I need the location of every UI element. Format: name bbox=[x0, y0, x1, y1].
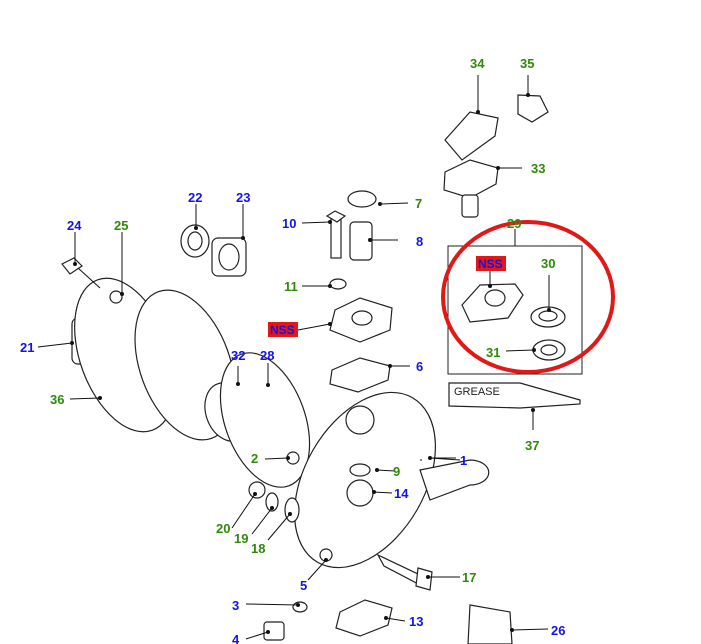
callout-24[interactable]: 24 bbox=[67, 218, 82, 233]
callout-19[interactable]: 19 bbox=[234, 531, 248, 546]
callout-17[interactable]: 17 bbox=[462, 570, 476, 585]
callout-33[interactable]: 33 bbox=[531, 161, 545, 176]
callout-9[interactable]: 9 bbox=[393, 464, 400, 479]
seals-gasket bbox=[204, 352, 311, 488]
drive-flange-part bbox=[71, 277, 236, 441]
callout-32[interactable]: 32 bbox=[231, 348, 245, 363]
grease-tube: GREASE bbox=[448, 382, 581, 409]
callout-26[interactable]: 26 bbox=[551, 623, 565, 638]
callout-36[interactable]: 36 bbox=[50, 392, 64, 407]
callout-14[interactable]: 14 bbox=[394, 486, 409, 501]
highlight-circle bbox=[441, 220, 615, 374]
swivel-housing-part bbox=[293, 391, 490, 569]
lower-pin-parts bbox=[248, 451, 513, 644]
sensor-parts bbox=[443, 94, 549, 218]
callout-11[interactable]: 11 bbox=[284, 279, 298, 294]
leader-dots bbox=[70, 93, 551, 634]
stud-part bbox=[61, 257, 123, 304]
callout-8[interactable]: 8 bbox=[416, 234, 423, 249]
callout-25[interactable]: 25 bbox=[114, 218, 128, 233]
callout-5[interactable]: 5 bbox=[300, 578, 307, 593]
callout-6[interactable]: 6 bbox=[416, 359, 423, 374]
callout-labels: 1 2 3 4 5 6 7 8 9 10 11 13 14 17 18 19 2… bbox=[20, 56, 565, 644]
callout-34[interactable]: 34 bbox=[470, 56, 485, 71]
bearing-part bbox=[180, 224, 247, 277]
callout-3[interactable]: 3 bbox=[232, 598, 239, 613]
callout-29[interactable]: 29 bbox=[507, 216, 521, 231]
callout-35[interactable]: 35 bbox=[520, 56, 534, 71]
nss-tag-upper: NSS bbox=[268, 322, 298, 337]
upper-pin-parts bbox=[325, 190, 393, 393]
callout-31[interactable]: 31 bbox=[486, 345, 500, 360]
callout-4[interactable]: 4 bbox=[232, 632, 240, 644]
callout-13[interactable]: 13 bbox=[409, 614, 423, 629]
callout-23[interactable]: 23 bbox=[236, 190, 250, 205]
callout-20[interactable]: 20 bbox=[216, 521, 230, 536]
callout-7[interactable]: 7 bbox=[415, 196, 422, 211]
callout-18[interactable]: 18 bbox=[251, 541, 265, 556]
kit-29-box bbox=[441, 220, 615, 375]
callout-10[interactable]: 10 bbox=[282, 216, 296, 231]
callout-2[interactable]: 2 bbox=[251, 451, 258, 466]
nss-tag-kit: NSS bbox=[476, 256, 506, 271]
nss-label: NSS bbox=[478, 257, 503, 271]
callout-28[interactable]: 28 bbox=[260, 348, 274, 363]
callout-30[interactable]: 30 bbox=[541, 256, 555, 271]
grease-label: GREASE bbox=[454, 386, 500, 398]
callout-1[interactable]: 1 bbox=[460, 453, 467, 468]
callout-22[interactable]: 22 bbox=[188, 190, 202, 205]
callout-21[interactable]: 21 bbox=[20, 340, 34, 355]
leader-lines bbox=[37, 75, 550, 640]
nss-label: NSS bbox=[270, 323, 295, 337]
callout-37[interactable]: 37 bbox=[525, 438, 539, 453]
